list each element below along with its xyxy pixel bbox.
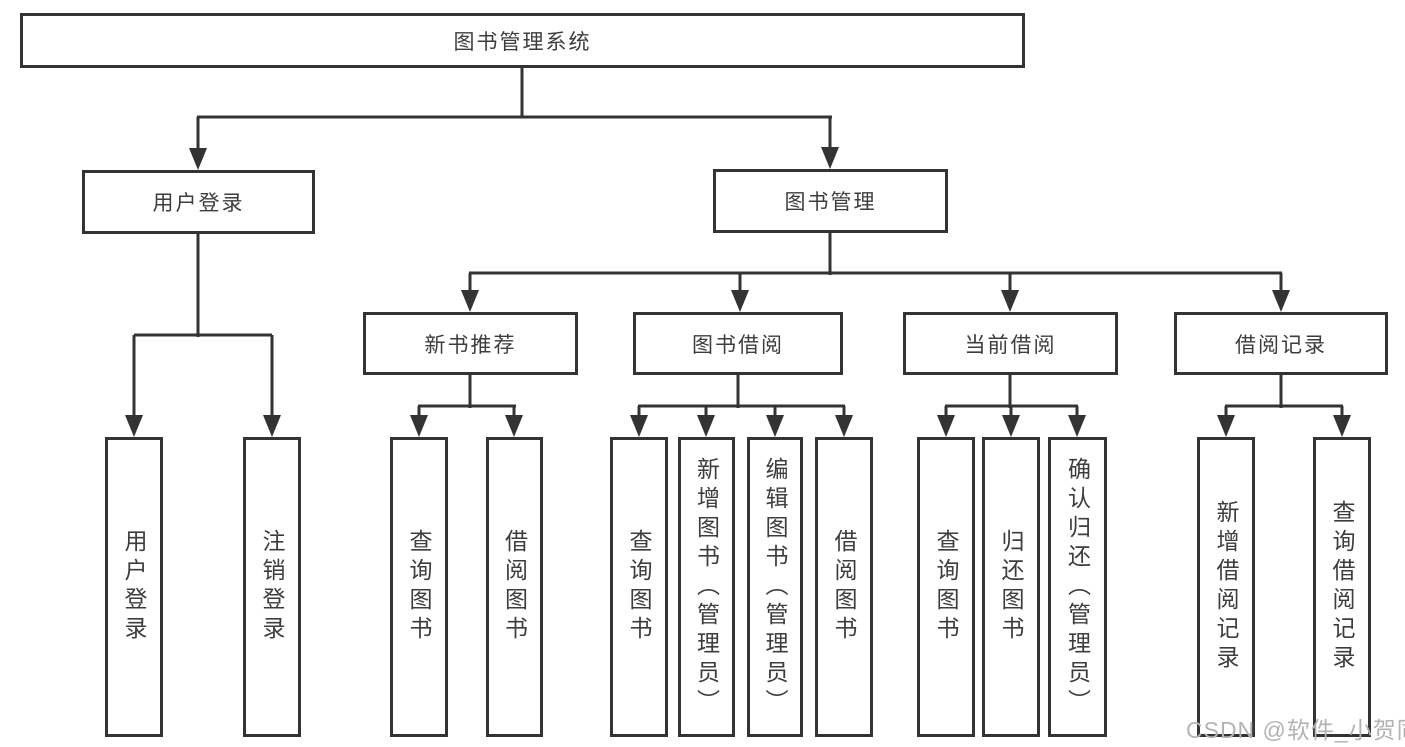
leaf-label: 查询图书 (933, 529, 959, 645)
connector-drop-borrow-records (1279, 273, 1283, 293)
node-new-book-recommend: 新书推荐 (363, 312, 578, 375)
node-library-management-system: 图书管理系统 (20, 13, 1025, 68)
leaf-label: 借阅图书 (831, 529, 857, 645)
connector-drop-user-login (196, 117, 200, 150)
arrow-down-icon (263, 415, 281, 437)
leaf-label: 新增图书（管理员） (693, 456, 720, 718)
node-label: 借阅记录 (1235, 333, 1327, 357)
arrow-down-icon (189, 148, 207, 170)
leaf-label: 用户登录 (121, 529, 147, 645)
connector-split-new-book (418, 404, 516, 408)
leaf-label: 归还图书 (998, 529, 1024, 645)
connector-split-level1 (197, 115, 832, 119)
leaf-logout: 注销登录 (243, 437, 301, 737)
connector-book-management-stem (828, 233, 832, 275)
connector-drop-leaf (132, 335, 136, 417)
arrow-down-icon (937, 415, 955, 437)
leaf-user-login: 用户登录 (105, 437, 163, 737)
connector-drop-leaf (1340, 406, 1344, 417)
arrow-down-icon (766, 415, 784, 437)
node-book-borrow: 图书借阅 (633, 312, 843, 375)
node-current-borrow: 当前借阅 (903, 312, 1118, 375)
leaf-label: 查询图书 (626, 529, 652, 645)
connector-drop-book-borrow (738, 273, 742, 293)
arrow-down-icon (630, 415, 648, 437)
connector-drop-book-management (828, 117, 832, 149)
leaf-label: 查询借阅记录 (1329, 500, 1355, 674)
leaf-edit-books-admin: 编辑图书（管理员） (747, 437, 803, 737)
arrow-down-icon (1001, 290, 1019, 312)
arrow-down-icon (731, 290, 749, 312)
arrow-down-icon (125, 415, 143, 437)
connector-drop-leaf (1009, 406, 1013, 417)
node-user-login: 用户登录 (82, 170, 315, 234)
arrow-down-icon (1068, 415, 1086, 437)
leaf-query-books-recommend: 查询图书 (390, 437, 448, 737)
node-label: 图书管理系统 (453, 30, 592, 54)
connector-drop-leaf (842, 406, 846, 417)
leaf-return-books: 归还图书 (982, 437, 1040, 737)
arrow-down-icon (835, 415, 853, 437)
node-borrow-records: 借阅记录 (1174, 312, 1388, 375)
connector-split-book-borrow (638, 404, 845, 408)
leaf-label: 查询图书 (406, 529, 432, 645)
connector-drop-leaf (1224, 406, 1228, 417)
connector-stem (1008, 375, 1012, 408)
leaf-borrow-books: 借阅图书 (815, 437, 873, 737)
connector-split-borrow-records (1225, 404, 1343, 408)
node-label: 用户登录 (152, 192, 245, 215)
connector-drop-leaf (704, 406, 708, 417)
node-label: 图书借阅 (692, 333, 784, 357)
arrow-down-icon (461, 290, 479, 312)
connector-split-user-login (134, 333, 272, 337)
arrow-down-icon (821, 147, 839, 169)
node-book-management: 图书管理 (713, 169, 948, 233)
connector-drop-leaf (512, 406, 516, 417)
leaf-query-books-current: 查询图书 (917, 437, 975, 737)
connector-root-stem (520, 68, 524, 118)
arrow-down-icon (1333, 415, 1351, 437)
arrow-down-icon (697, 415, 715, 437)
leaf-add-borrow-record: 新增借阅记录 (1197, 437, 1255, 737)
leaf-query-borrow-record: 查询借阅记录 (1313, 437, 1371, 737)
arrow-down-icon (1272, 290, 1290, 312)
leaf-label: 注销登录 (259, 529, 285, 645)
node-label: 当前借阅 (964, 333, 1057, 357)
connector-drop-leaf (773, 406, 777, 417)
connector-stem (736, 375, 740, 408)
arrow-down-icon (505, 415, 523, 437)
node-label: 新书推荐 (424, 333, 517, 357)
connector-stem (1279, 375, 1283, 408)
leaf-label: 借阅图书 (501, 529, 528, 645)
connector-drop-leaf (944, 406, 948, 417)
connector-user-login-stem (196, 234, 200, 337)
connector-split-level2 (469, 271, 1282, 275)
leaf-label: 编辑图书（管理员） (762, 456, 788, 718)
leaf-label: 确认归还（管理员） (1064, 456, 1091, 718)
arrow-down-icon (1217, 415, 1235, 437)
connector-drop-new-book (468, 273, 472, 293)
leaf-label: 新增借阅记录 (1213, 500, 1239, 674)
connector-drop-leaf (1075, 406, 1079, 417)
connector-drop-current-borrow (1008, 273, 1012, 293)
connector-drop-leaf (417, 406, 421, 417)
leaf-borrow-books-recommend: 借阅图书 (486, 437, 543, 737)
leaf-query-books-borrow: 查询图书 (610, 437, 668, 737)
arrow-down-icon (410, 415, 428, 437)
connector-stem (468, 375, 472, 408)
leaf-confirm-return-admin: 确认归还（管理员） (1048, 437, 1107, 737)
connector-drop-leaf (637, 406, 641, 417)
arrow-down-icon (1002, 415, 1020, 437)
csdn-watermark: CSDN @软件_小贺同学 (1186, 717, 1405, 743)
connector-drop-leaf (270, 335, 274, 417)
node-label: 图书管理 (784, 191, 877, 214)
leaf-add-books-admin: 新增图书（管理员） (678, 437, 735, 737)
